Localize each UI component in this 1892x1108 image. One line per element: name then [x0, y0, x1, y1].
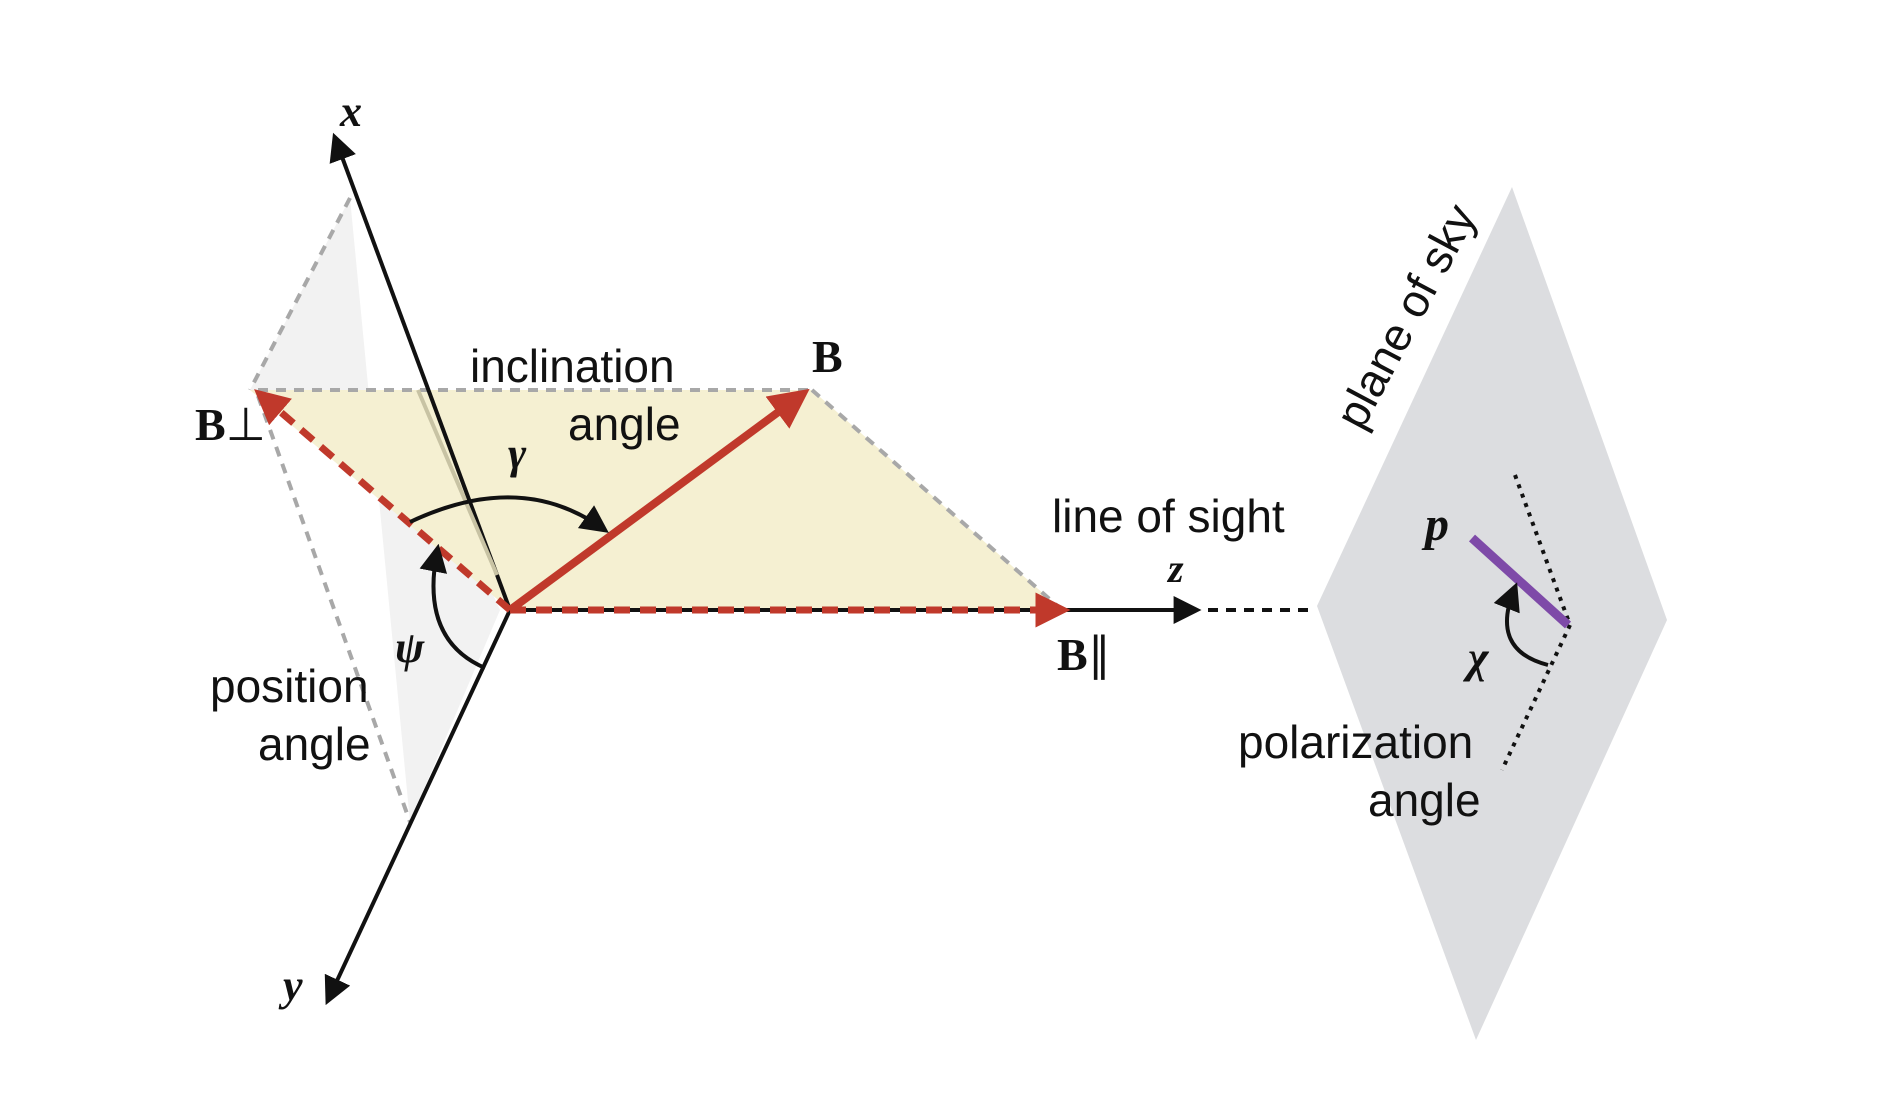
- inclination-arc: [409, 495, 609, 533]
- position-arc: [419, 543, 486, 670]
- b-parallel-label: B∥: [1057, 628, 1111, 680]
- polarization-arc: [1493, 582, 1549, 667]
- b-vector-label: B: [812, 331, 843, 382]
- position-plane-edge-top: [248, 197, 352, 391]
- gamma-symbol: γ: [508, 429, 527, 478]
- inclination-angle-label-line2: angle: [568, 398, 681, 450]
- polarization-reference-upper: [1513, 474, 1572, 626]
- position-plane: [250, 198, 500, 822]
- polarization-angle-label-line2: angle: [1368, 774, 1481, 826]
- x-axis-hidden-segment: [416, 389, 499, 576]
- y-axis: [324, 609, 512, 1006]
- polarization-vector-p: [1468, 534, 1572, 629]
- position-angle-label-line1: position: [210, 660, 369, 712]
- psi-symbol: ψ: [395, 623, 425, 672]
- inclination-plane-edge-right: [810, 388, 1064, 612]
- position-plane-edge-bottom: [256, 395, 412, 823]
- plane-of-sky: [1317, 187, 1667, 1040]
- x-axis-label: x: [339, 87, 362, 136]
- polarization-angle-label-line1: polarization: [1238, 716, 1473, 768]
- z-axis-label: z: [1166, 546, 1184, 591]
- inclination-angle-label-line1: inclination: [470, 340, 675, 392]
- b-perp-vector: [254, 389, 513, 613]
- x-axis: [329, 132, 512, 611]
- b-perp-label: B⊥: [195, 398, 266, 450]
- p-symbol: p: [1421, 498, 1449, 551]
- polarization-reference-lower: [1500, 624, 1572, 771]
- line-of-sight-label: line of sight: [1052, 490, 1285, 542]
- y-axis-label: y: [278, 961, 303, 1010]
- b-vector: [507, 388, 810, 614]
- position-angle-label-line2: angle: [258, 718, 371, 770]
